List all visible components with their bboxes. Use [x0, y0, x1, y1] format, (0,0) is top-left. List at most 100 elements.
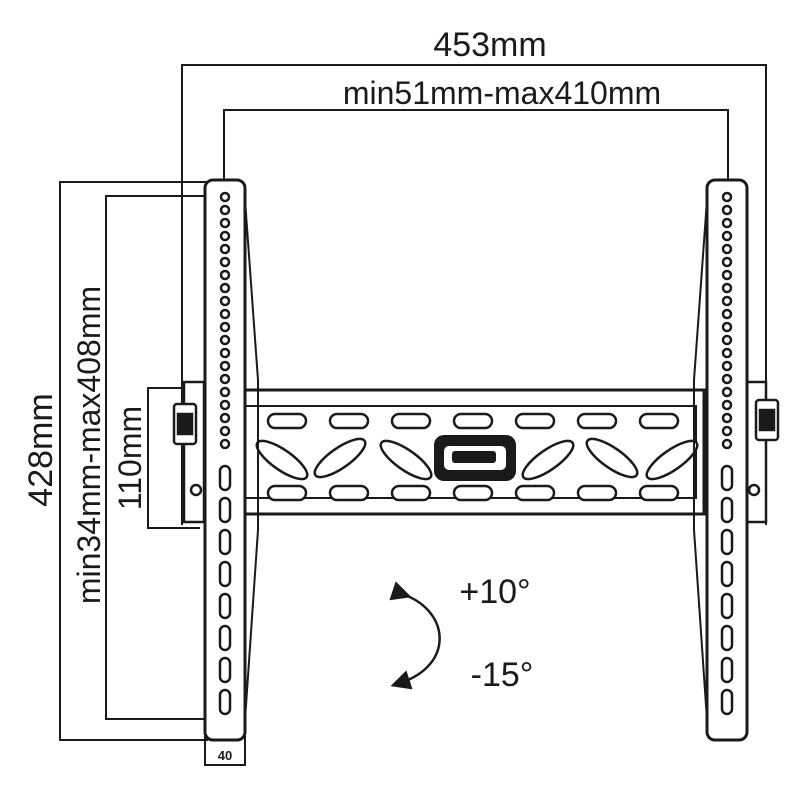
arm-slot [720, 560, 734, 588]
leaf-cutout [521, 439, 575, 481]
arm-hole [219, 360, 231, 372]
right-arm-slots [720, 464, 734, 716]
arm-slot [218, 464, 232, 492]
arm-hole [721, 243, 733, 255]
arm-slot [218, 560, 232, 588]
arm-hole [721, 282, 733, 294]
arm-hole [219, 256, 231, 268]
right-vertical-arm [693, 178, 749, 742]
arm-hole [219, 334, 231, 346]
arm-hole [219, 269, 231, 281]
plate-slot [452, 484, 494, 502]
arm-slot [218, 496, 232, 524]
plate-slot [452, 412, 494, 430]
arm-hole [219, 282, 231, 294]
arm-hole [721, 438, 733, 450]
arm-hole [219, 243, 231, 255]
overall-height-label: 428mm [22, 393, 60, 506]
plate-slot [576, 412, 618, 430]
arm-slot [720, 528, 734, 556]
arm-hole [219, 347, 231, 359]
arm-slot [720, 688, 734, 716]
depth-label: 40 [218, 748, 232, 763]
tilt-up-label: +10° [459, 573, 530, 611]
arm-hole [721, 269, 733, 281]
left-vertical-arm [203, 178, 259, 742]
leaf-cutout [379, 439, 433, 481]
arm-hole [219, 217, 231, 229]
arm-range-line [223, 109, 729, 185]
arm-hole [219, 412, 231, 424]
overall-width-label: 453mm [433, 26, 546, 64]
arm-hole [219, 321, 231, 333]
left-wall-hinge [172, 380, 206, 524]
vertical-range-label: min34mm-max408mm [71, 286, 107, 604]
plate-slot [266, 412, 308, 430]
plate-slot [390, 412, 432, 430]
plate-bottom-slots [266, 484, 680, 502]
plate-slot [638, 412, 680, 430]
vertical-range-line [105, 195, 218, 720]
overall-width-line [181, 64, 767, 525]
arm-hole [721, 191, 733, 203]
arm-hole [219, 373, 231, 385]
arm-hole [721, 373, 733, 385]
tilt-down-label: -15° [471, 656, 534, 694]
leaf-cutout [313, 437, 367, 479]
dimension-lines [59, 64, 767, 766]
arm-hole [219, 308, 231, 320]
arm-hole [721, 412, 733, 424]
depth-line [204, 730, 246, 766]
arm-hole [219, 191, 231, 203]
arm-hole [721, 295, 733, 307]
plate-slot [266, 484, 308, 502]
arm-slot [218, 688, 232, 716]
arm-hole [721, 321, 733, 333]
plate-slot [576, 484, 618, 502]
arm-hole [721, 256, 733, 268]
left-arm-slots [218, 464, 232, 716]
center-plate [234, 388, 706, 516]
arm-hole [721, 204, 733, 216]
plate-slot [638, 484, 680, 502]
plate-slot [514, 412, 556, 430]
arm-hole [721, 360, 733, 372]
arm-hole [721, 217, 733, 229]
plate-height-label: 110mm [112, 406, 148, 510]
plate-leaf-cutouts [255, 437, 699, 481]
arm-hole [219, 230, 231, 242]
arm-hole [721, 399, 733, 411]
arm-range-label: min51mm-max410mm [343, 75, 661, 111]
arm-hole [721, 386, 733, 398]
arm-hole [721, 334, 733, 346]
left-arm-holes [219, 191, 231, 450]
arm-slot [720, 496, 734, 524]
overall-height-line [59, 181, 208, 741]
arm-hole [219, 438, 231, 450]
arm-hole [219, 204, 231, 216]
leaf-cutout [585, 437, 639, 479]
tilt-arrow [389, 581, 441, 690]
arm-hole [721, 425, 733, 437]
arm-slot [218, 528, 232, 556]
arm-slot [218, 624, 232, 652]
arm-hole [219, 399, 231, 411]
arm-hole [721, 230, 733, 242]
plate-slot [328, 484, 370, 502]
arm-hole [721, 347, 733, 359]
arm-hole [219, 295, 231, 307]
arm-hole [219, 425, 231, 437]
arm-slot [720, 592, 734, 620]
plate-height-line [147, 387, 200, 529]
arm-slot [720, 464, 734, 492]
arm-slot [218, 656, 232, 684]
arm-slot [720, 624, 734, 652]
right-arm-holes [721, 191, 733, 450]
arm-slot [720, 656, 734, 684]
leaf-cutout [645, 439, 699, 481]
arm-slot [218, 592, 232, 620]
plate-top-slots [266, 412, 680, 430]
plate-slot [390, 484, 432, 502]
right-wall-hinge [744, 380, 780, 524]
